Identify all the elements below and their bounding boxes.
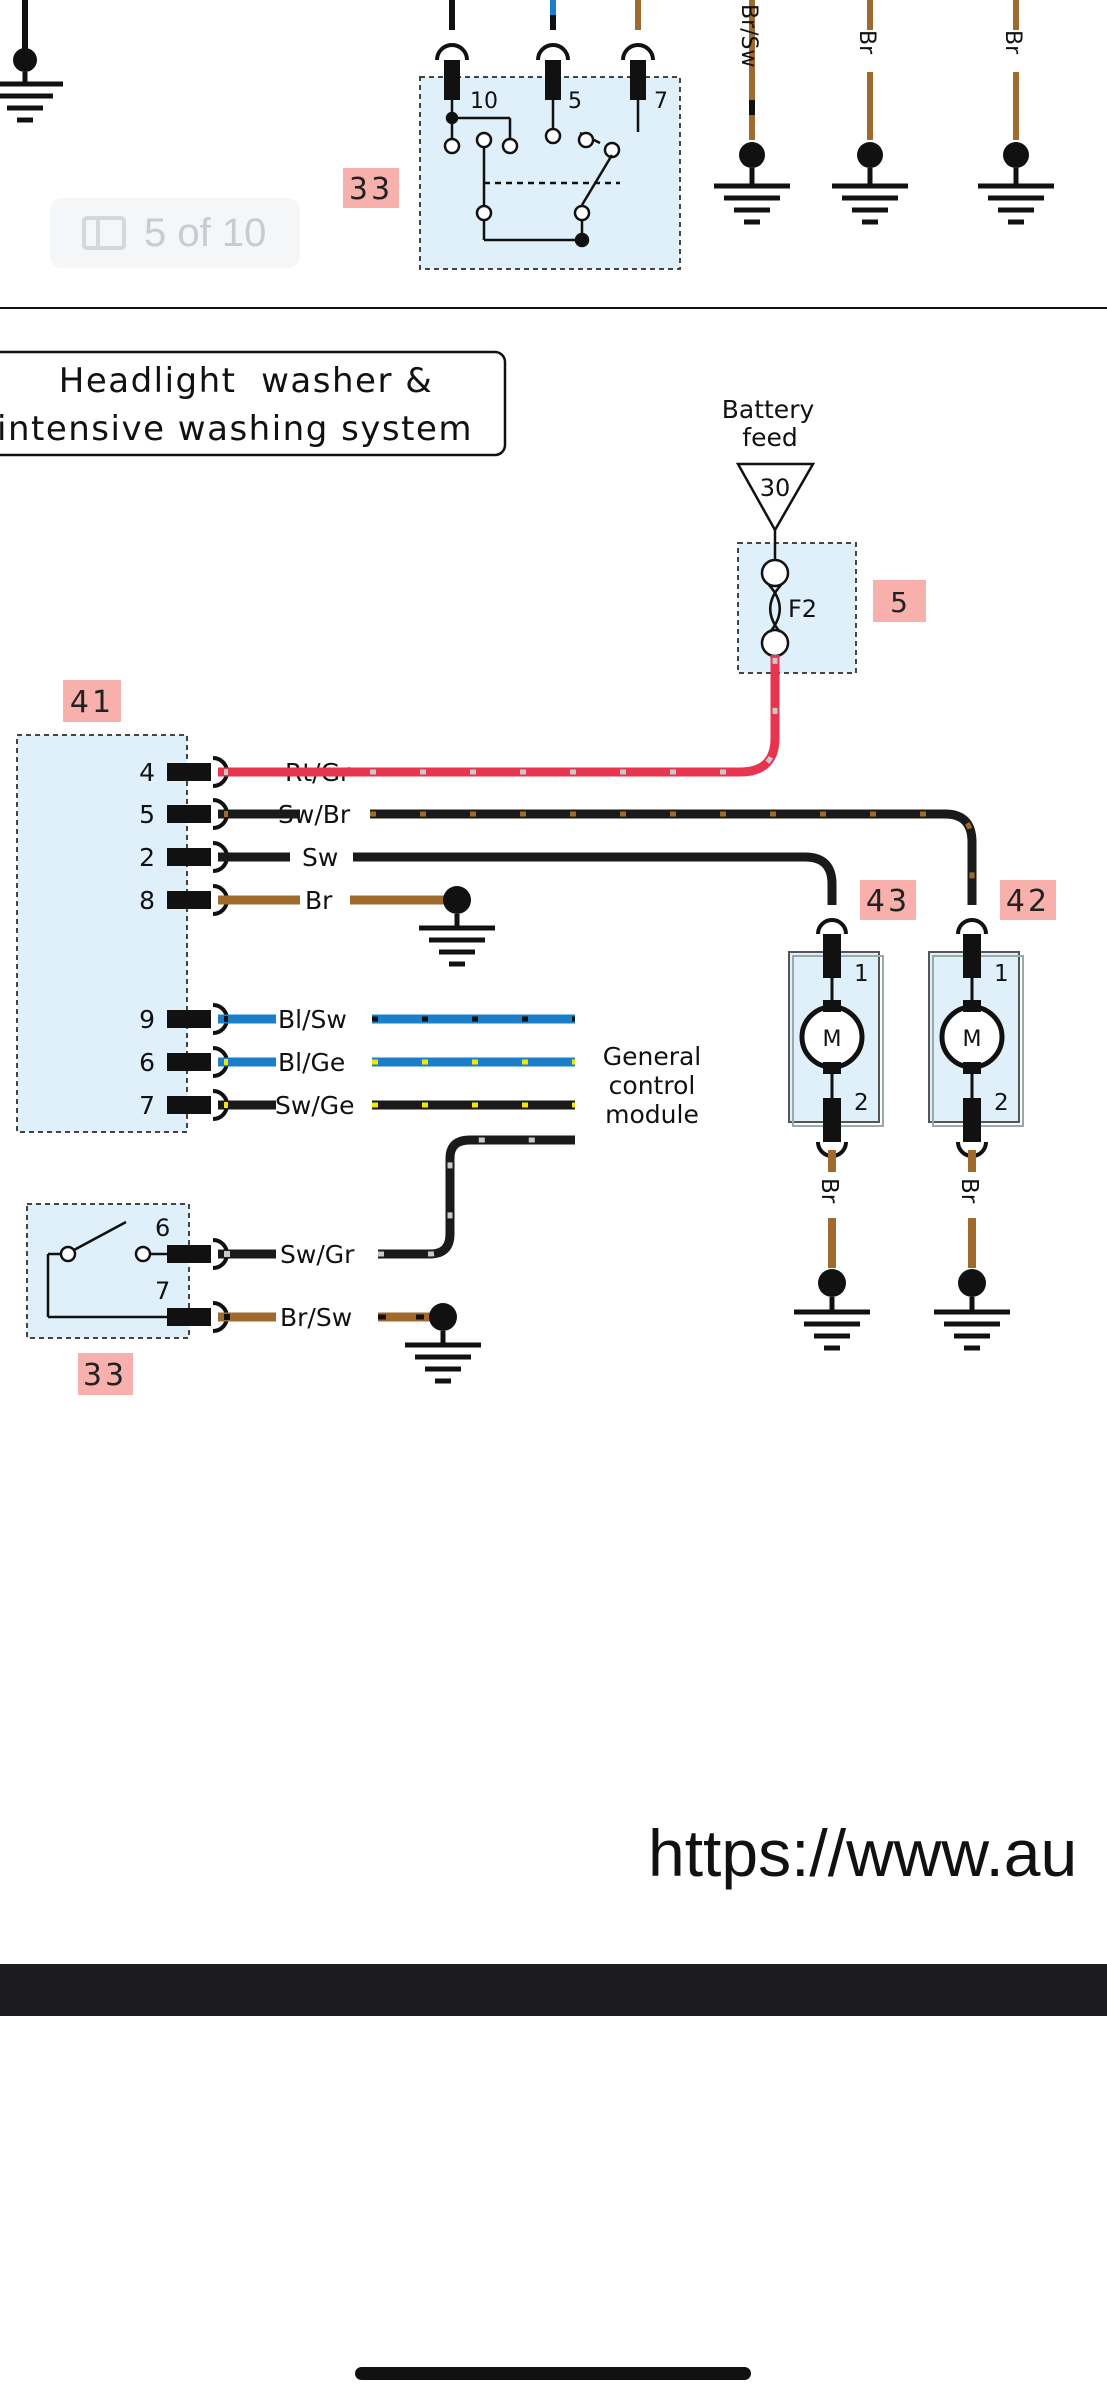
washer-pumps: 43M 1 2Br 42M 1 2Br — [788, 880, 1056, 1348]
pin-number: 5 — [139, 800, 155, 829]
general-control-module: General control module — [603, 1042, 702, 1129]
battery-feed: Battery feed 30 — [722, 395, 816, 533]
ground-drop-br-1: Br — [832, 0, 908, 222]
wire-label: Sw — [302, 843, 338, 872]
relay-33-box — [419, 76, 681, 270]
home-indicator[interactable] — [355, 2367, 751, 2380]
motor-wire-label: Br — [816, 1178, 842, 1204]
ground-symbol — [794, 1312, 870, 1348]
wire-label-brsw-top: Br/Sw — [736, 4, 761, 68]
switch-connector: Sw/Gr — [167, 1238, 355, 1270]
motor-label: 43 — [866, 884, 910, 919]
relay-pin-7: 7 — [654, 89, 668, 114]
relay-pin-10: 10 — [470, 89, 498, 114]
battery-label-2: feed — [742, 423, 797, 452]
wire-label: Bl/Sw — [278, 1005, 347, 1034]
wire-label: Sw/Ge — [275, 1091, 355, 1120]
gcm-line-2: control — [609, 1071, 696, 1100]
pin-number: 9 — [139, 1005, 155, 1034]
battery-terminal: 30 — [760, 474, 791, 502]
wire-swbr — [228, 809, 977, 905]
sidebar-icon — [82, 216, 126, 250]
wiring-diagram: 33 10 5 7 — [0, 0, 1107, 1395]
ground-drop-brsw: Br/Sw — [714, 0, 790, 222]
wire-rtgr — [228, 655, 780, 777]
switch-pin-6: 6 — [155, 1214, 170, 1242]
motor-symbol: M — [823, 1027, 842, 1052]
toolbar-bar — [0, 1964, 1107, 2016]
pin-number: 2 — [139, 843, 155, 872]
page-indicator-text: 5 of 10 — [144, 210, 267, 255]
fuse-label: 5 — [890, 586, 908, 619]
page-indicator[interactable]: 5 of 10 — [50, 198, 300, 268]
motor-symbol: M — [963, 1027, 982, 1052]
motor-43: 43M 1 2Br — [788, 880, 916, 1348]
switch-33-label: 33 — [83, 1358, 127, 1393]
motor-42: 42M 1 2Br — [928, 880, 1056, 1348]
ground-symbol — [0, 84, 63, 120]
pin-number: 7 — [139, 1091, 155, 1120]
relay-33-label: 33 — [349, 172, 393, 207]
pin-number: 8 — [139, 886, 155, 915]
motor-label: 42 — [1006, 884, 1050, 919]
relay-pin-5: 5 — [568, 89, 582, 114]
wire-sw — [228, 852, 837, 905]
motor-wire-label: Br — [956, 1178, 982, 1204]
gcm-line-1: General — [603, 1042, 702, 1071]
title-line-2: intensive washing system — [0, 409, 473, 449]
pin-number: 4 — [139, 758, 155, 787]
switch-wire-label: Sw/Gr — [280, 1240, 355, 1269]
relay-33-label-box — [343, 168, 399, 208]
motor-pin-bottom: 2 — [994, 1090, 1009, 1116]
wire-label: Br — [305, 886, 333, 915]
source-url: https://www.au — [648, 1816, 1078, 1890]
module-41-label: 41 — [70, 685, 114, 720]
motor-pin-top: 1 — [854, 961, 869, 987]
ground-drop-br-2: Br — [978, 0, 1054, 222]
gcm-line-3: module — [605, 1100, 699, 1129]
top-section: 33 10 5 7 — [0, 0, 1107, 309]
wire-label: Bl/Ge — [278, 1048, 345, 1077]
fuse-name: F2 — [788, 595, 817, 623]
motor-pin-top: 1 — [994, 961, 1009, 987]
module-41: 41 — [16, 680, 188, 1133]
switch-connector: Br/Sw — [167, 1301, 352, 1333]
pin-7-connector: 7 Sw/Ge — [139, 1089, 355, 1121]
title-line-1: Headlight washer & — [59, 361, 434, 401]
switch-wire-label: Br/Sw — [280, 1303, 352, 1332]
diagram-title: Headlight washer & intensive washing sys… — [0, 350, 507, 457]
switch-pin-7: 7 — [155, 1277, 170, 1305]
battery-label: Battery — [722, 395, 815, 424]
wire-label-br-top-1: Br — [854, 30, 879, 55]
wire-label-br-top-2: Br — [1000, 30, 1025, 55]
ground-symbol — [934, 1312, 1010, 1348]
motor-pin-bottom: 2 — [854, 1090, 869, 1116]
fuse-f2: F2 5 — [737, 530, 926, 674]
pin-number: 6 — [139, 1048, 155, 1077]
wire-swgr — [228, 1135, 575, 1259]
